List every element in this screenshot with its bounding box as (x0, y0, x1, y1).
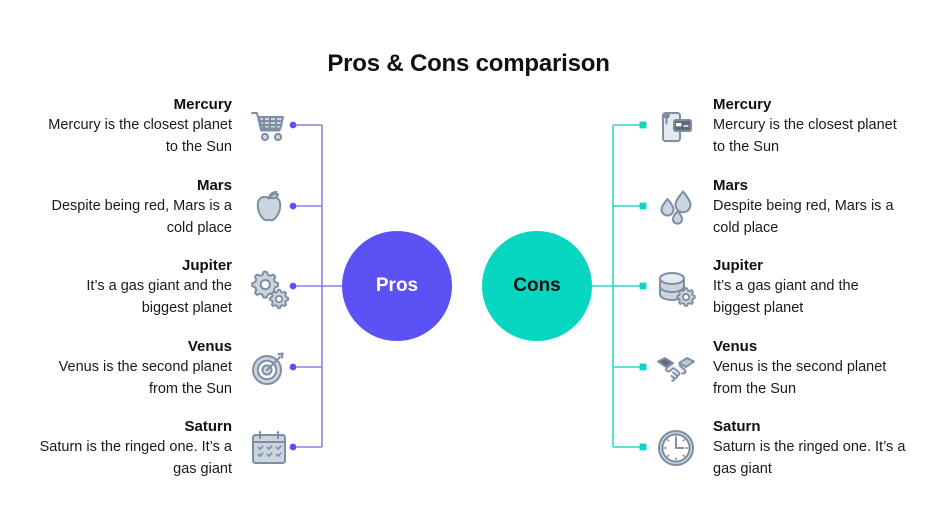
right-mercury-heading: Mercury (713, 96, 772, 113)
right-mars-heading: Mars (713, 177, 749, 194)
right-mars-body: Despite being red, Mars is a cold place (713, 198, 894, 236)
hub-pros[interactable]: Pros (342, 231, 452, 341)
right-saturn-body: Saturn is the ringed one. It’s a gas gia… (713, 439, 906, 477)
right-mercury-body: Mercury is the closest planet to the Sun (713, 117, 897, 155)
hub-cons-label: Cons (513, 275, 561, 296)
right-node-dots (639, 121, 647, 451)
list-item-right-saturn[interactable]: Saturn Saturn is the ringed one. It’s a … (653, 416, 909, 480)
list-item-left-saturn[interactable]: Saturn Saturn is the ringed one. It’s a … (36, 416, 292, 480)
right-mars-text: Mars Despite being red, Mars is a cold p… (713, 175, 909, 239)
right-mercury-text: Mercury Mercury is the closest planet to… (713, 94, 909, 158)
left-saturn-heading: Saturn (184, 418, 232, 435)
list-item-left-venus[interactable]: Venus Venus is the second planet from th… (36, 336, 292, 400)
left-jupiter-heading: Jupiter (181, 257, 232, 274)
water-drops-icon (653, 184, 699, 230)
apple-icon (246, 184, 292, 230)
right-venus-heading: Venus (713, 338, 758, 355)
list-item-left-mars[interactable]: Mars Despite being red, Mars is a cold p… (36, 175, 292, 239)
list-item-right-mars[interactable]: Mars Despite being red, Mars is a cold p… (653, 175, 909, 239)
left-venus-heading: Venus (187, 338, 232, 355)
list-item-right-jupiter[interactable]: Jupiter It’s a gas giant and the biggest… (653, 255, 909, 319)
left-venus-text: Venus Venus is the second planet from th… (36, 336, 232, 400)
clock-icon (653, 425, 699, 471)
left-venus-body: Venus is the second planet from the Sun (58, 359, 232, 397)
left-saturn-body: Saturn is the ringed one. It’s a gas gia… (39, 439, 232, 477)
right-jupiter-heading: Jupiter (713, 257, 764, 274)
target-icon (246, 345, 292, 391)
list-item-left-jupiter[interactable]: Jupiter It’s a gas giant and the biggest… (36, 255, 292, 319)
left-mercury-body: Mercury is the closest planet to the Sun (48, 117, 232, 155)
right-saturn-heading: Saturn (713, 418, 761, 435)
right-venus-text: Venus Venus is the second planet from th… (713, 336, 909, 400)
left-saturn-text: Saturn Saturn is the ringed one. It’s a … (36, 416, 232, 480)
page-title: Pros & Cons comparison (327, 50, 610, 77)
database-gear-icon (653, 264, 699, 310)
left-mercury-text: Mercury Mercury is the closest planet to… (36, 94, 232, 158)
mobile-payment-icon (653, 103, 699, 149)
left-mars-body: Despite being red, Mars is a cold place (51, 198, 232, 236)
calendar-checklist-icon (246, 425, 292, 471)
left-jupiter-text: Jupiter It’s a gas giant and the biggest… (36, 255, 232, 319)
list-item-right-venus[interactable]: Venus Venus is the second planet from th… (653, 336, 909, 400)
hub-cons[interactable]: Cons (482, 231, 592, 341)
left-mars-heading: Mars (196, 177, 232, 194)
left-mercury-heading: Mercury (173, 96, 232, 113)
left-node-dots (289, 121, 297, 451)
right-venus-body: Venus is the second planet from the Sun (713, 359, 887, 397)
list-item-left-mercury[interactable]: Mercury Mercury is the closest planet to… (36, 94, 292, 158)
handshake-icon (653, 345, 699, 391)
right-saturn-text: Saturn Saturn is the ringed one. It’s a … (713, 416, 909, 480)
left-mars-text: Mars Despite being red, Mars is a cold p… (36, 175, 232, 239)
right-jupiter-text: Jupiter It’s a gas giant and the biggest… (713, 255, 909, 319)
left-jupiter-body: It’s a gas giant and the biggest planet (86, 278, 232, 316)
right-jupiter-body: It’s a gas giant and the biggest planet (713, 278, 859, 316)
hub-pros-label: Pros (375, 275, 419, 296)
shopping-cart-icon (246, 103, 292, 149)
list-item-right-mercury[interactable]: Mercury Mercury is the closest planet to… (653, 94, 909, 158)
gears-icon (246, 264, 292, 310)
